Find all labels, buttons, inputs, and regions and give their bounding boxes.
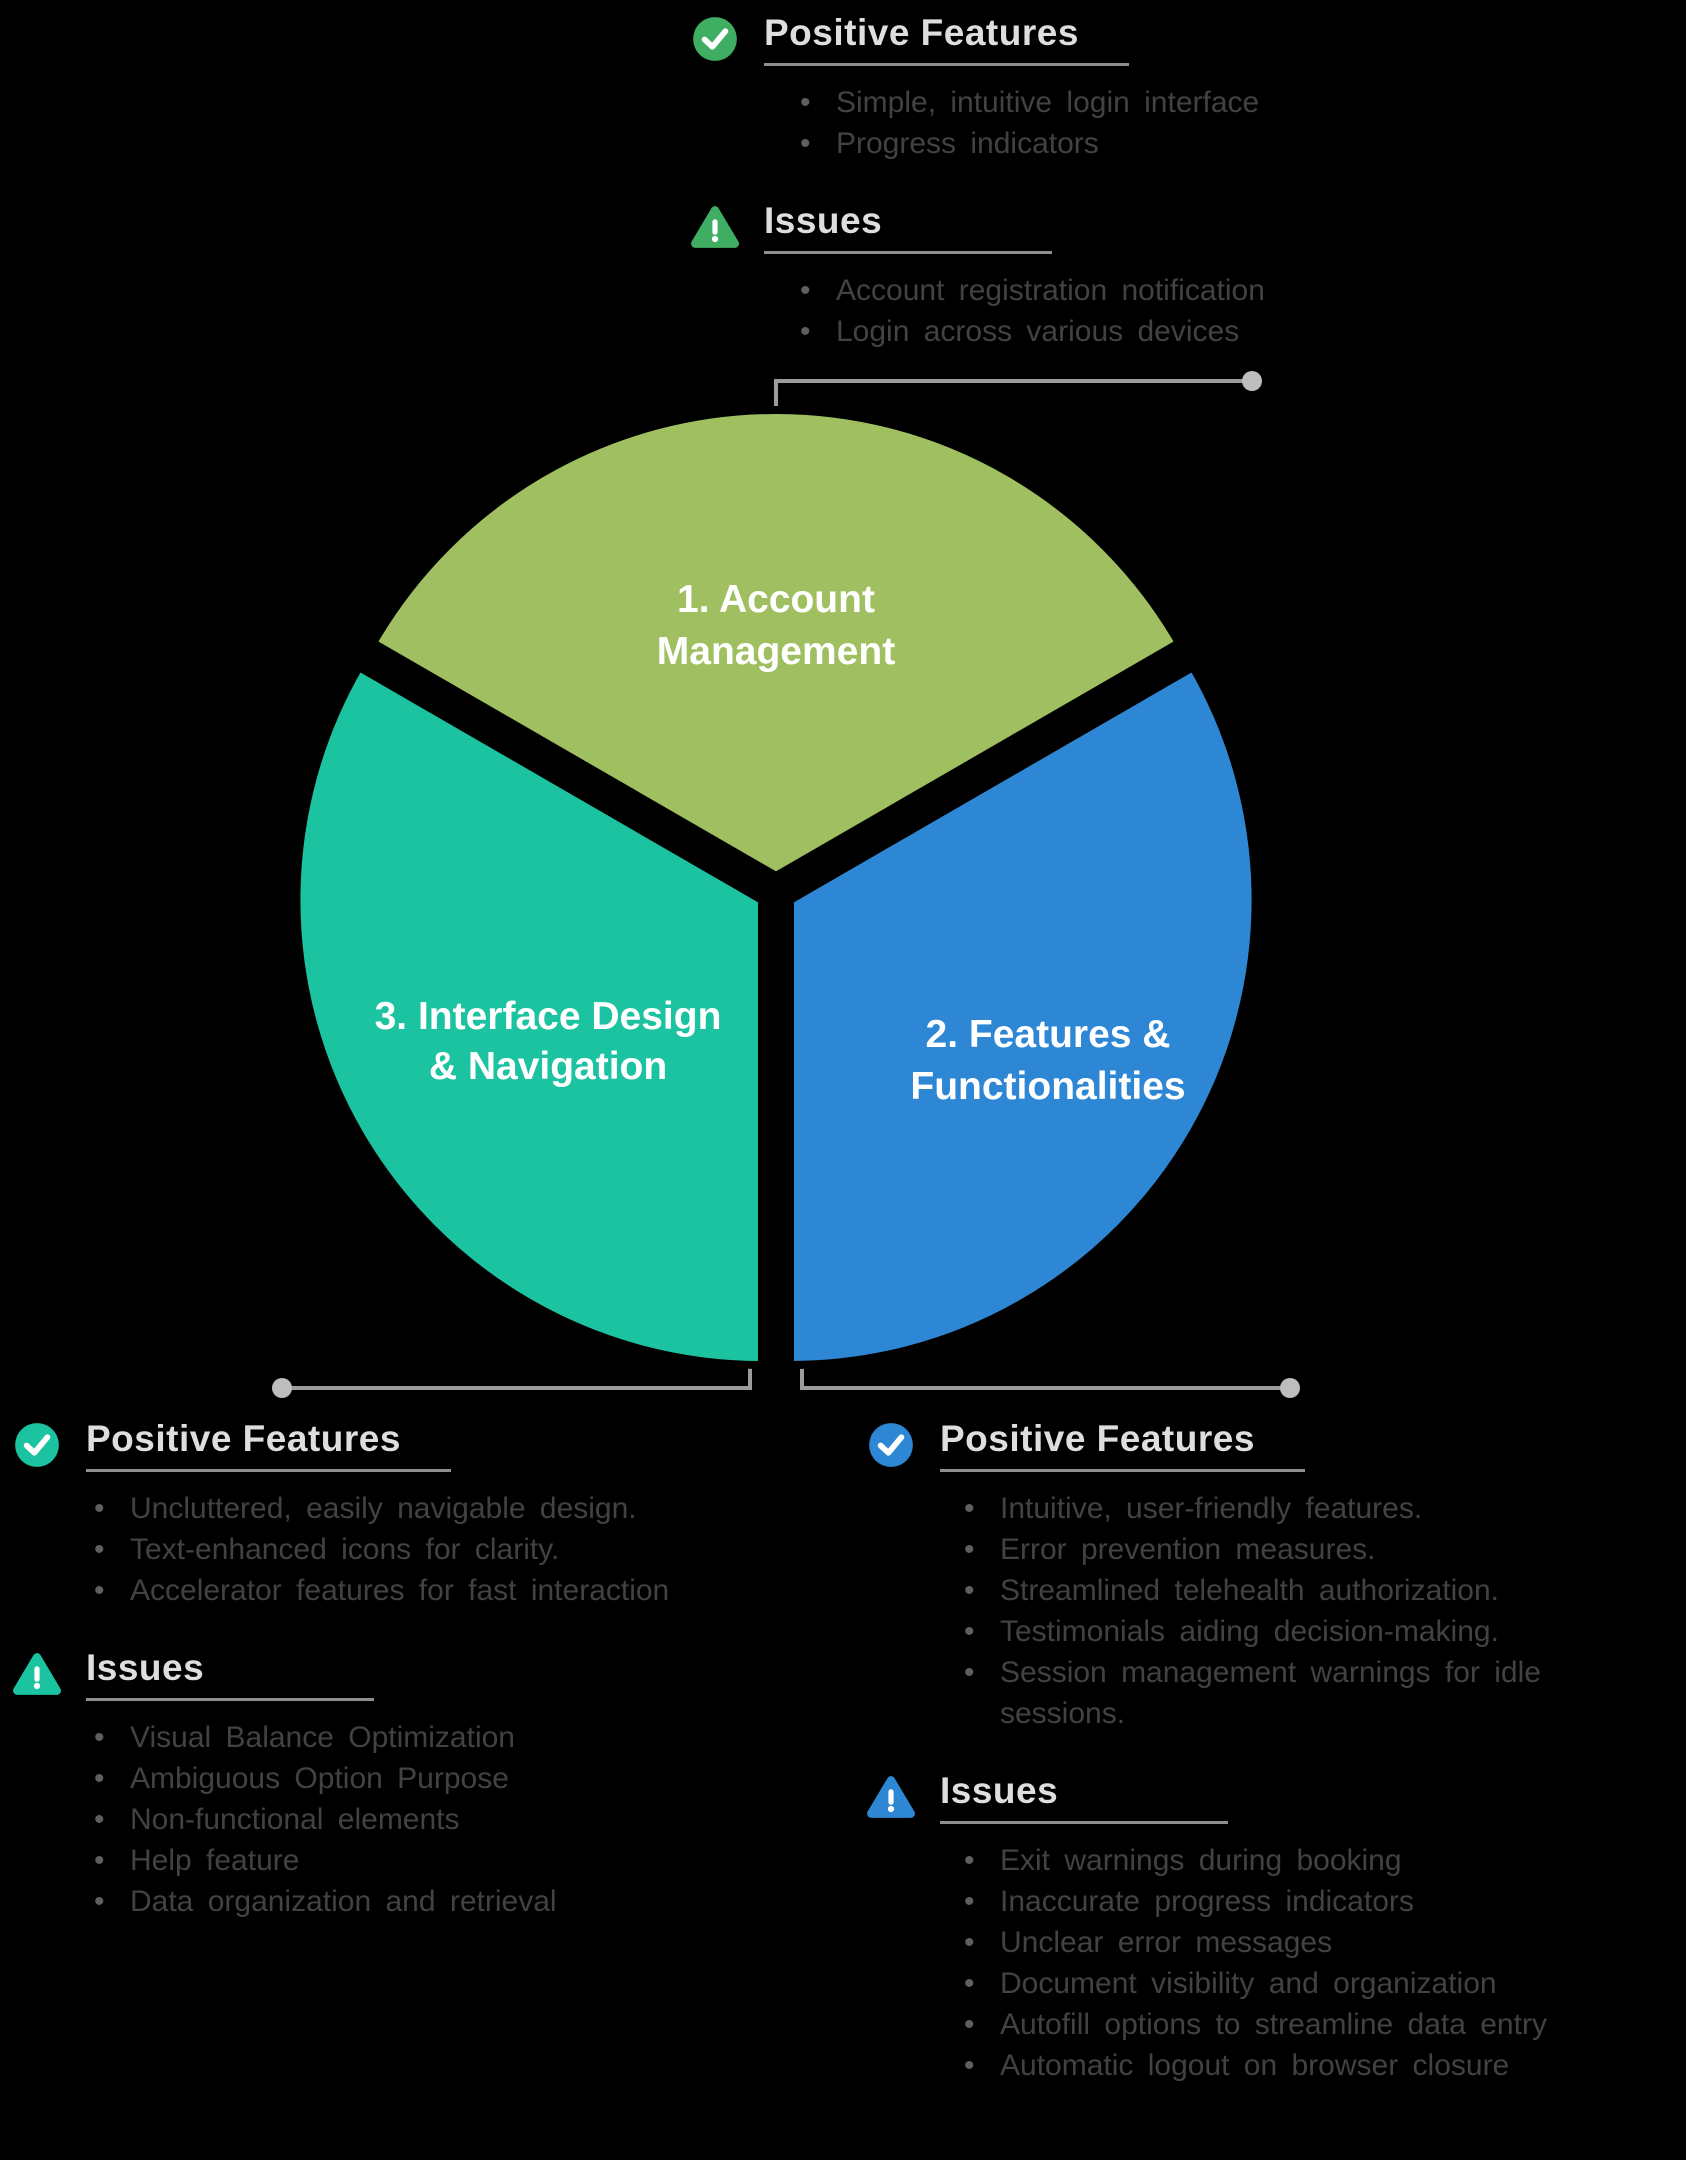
bullet-item: Login across various devices [790, 311, 1340, 352]
features-positive-list: Intuitive, user-friendly features.Error … [954, 1488, 1678, 1734]
account-positive-list: Simple, intuitive login interfaceProgres… [790, 82, 1340, 164]
bullet-item: Document visibility and organization [954, 1963, 1678, 2004]
bullet-item: Help feature [84, 1840, 802, 1881]
bullet-item: Text-enhanced icons for clarity. [84, 1529, 802, 1570]
warning-icon [866, 1772, 916, 1822]
check-mark [23, 1434, 51, 1456]
connector-features-dot [1280, 1378, 1300, 1398]
account-positive-title: Positive Features [764, 12, 1079, 53]
connector-account-vertical [774, 379, 778, 419]
warning-icon [690, 202, 740, 252]
bullet-item: Ambiguous Option Purpose [84, 1758, 802, 1799]
connector-account-horizontal [774, 379, 1252, 383]
heading-underline [940, 1821, 1228, 1824]
account-issues-title: Issues [764, 200, 883, 241]
connector-account-dot [1242, 371, 1262, 391]
pie-slice-account-shape [367, 406, 1185, 881]
check-circle [693, 17, 737, 61]
check-circle [869, 1423, 913, 1467]
bullet-item: Progress indicators [790, 123, 1340, 164]
bullet-item: Simple, intuitive login interface [790, 82, 1340, 123]
features-positive-section: Positive Features Intuitive, user-friend… [866, 1418, 1678, 1734]
check-icon [690, 14, 740, 64]
interface-callout: Positive Features Uncluttered, easily na… [12, 1418, 802, 1922]
features-issues-section: Issues Exit warnings during bookingInacc… [866, 1770, 1678, 2086]
features-callout: Positive Features Intuitive, user-friend… [866, 1418, 1678, 2086]
bullet-item: Data organization and retrieval [84, 1881, 802, 1922]
bullet-item: Exit warnings during booking [954, 1840, 1678, 1881]
pie-slice-features: 2. Features & Functionalities [786, 661, 1260, 1370]
account-callout: Positive Features Simple, intuitive logi… [690, 12, 1340, 352]
bullet-item: Streamlined telehealth authorization. [954, 1570, 1678, 1611]
bullet-item: Uncluttered, easily navigable design. [84, 1488, 802, 1529]
warning-icon [12, 1649, 62, 1699]
pie-label-interface-line2: & Navigation [429, 1045, 667, 1088]
check-circle [15, 1423, 59, 1467]
interface-issues-section: Issues Visual Balance OptimizationAmbigu… [12, 1647, 802, 1922]
bullet-item: Testimonials aiding decision-making. [954, 1611, 1678, 1652]
check-mark [877, 1434, 905, 1456]
heading-underline [86, 1469, 451, 1472]
bullet-item: Intuitive, user-friendly features. [954, 1488, 1678, 1529]
connector-features-vertical [800, 1350, 804, 1390]
account-issues-section: Issues Account registration notification… [690, 200, 1340, 352]
pie-label-account-line1: 1. Account [677, 578, 875, 621]
heading-underline [940, 1469, 1305, 1472]
check-icon [12, 1420, 62, 1470]
features-issues-title: Issues [940, 1770, 1059, 1811]
features-positive-title: Positive Features [940, 1418, 1255, 1459]
pie-slice-account: 1. Account Management [367, 406, 1185, 881]
bullet-item: Autofill options to streamline data entr… [954, 2004, 1678, 2045]
pie-slice-interface-shape [292, 661, 766, 1370]
bullet-item: Account registration notification [790, 270, 1340, 311]
exclamation-dot [887, 1805, 895, 1813]
account-issues-list: Account registration notificationLogin a… [790, 270, 1340, 352]
pie-label-interface-line1: 3. Interface Design [375, 995, 722, 1038]
bullet-item: Unclear error messages [954, 1922, 1678, 1963]
exclamation-dot [711, 235, 719, 243]
interface-issues-list: Visual Balance OptimizationAmbiguous Opt… [84, 1717, 802, 1922]
bullet-item: Visual Balance Optimization [84, 1717, 802, 1758]
connector-interface-horizontal [284, 1386, 752, 1390]
connector-interface-dot [272, 1378, 292, 1398]
check-icon [866, 1420, 916, 1470]
pie-slice-features-shape [786, 661, 1260, 1370]
bullet-item: Error prevention measures. [954, 1529, 1678, 1570]
bullet-item: Session management warnings for idle ses… [954, 1652, 1678, 1734]
bullet-item: Accelerator features for fast interactio… [84, 1570, 802, 1611]
bullet-item: Automatic logout on browser closure [954, 2045, 1678, 2086]
interface-positive-list: Uncluttered, easily navigable design.Tex… [84, 1488, 802, 1611]
interface-positive-section: Positive Features Uncluttered, easily na… [12, 1418, 802, 1611]
bullet-item: Non-functional elements [84, 1799, 802, 1840]
features-issues-list: Exit warnings during bookingInaccurate p… [954, 1840, 1678, 2086]
connector-features-horizontal [800, 1386, 1290, 1390]
exclamation-dot [33, 1682, 41, 1690]
pie-label-features-line1: 2. Features & [926, 1013, 1171, 1056]
bullet-item: Inaccurate progress indicators [954, 1881, 1678, 1922]
pie-label-features-line2: Functionalities [910, 1065, 1185, 1108]
pie-label-account-line2: Management [657, 630, 895, 673]
interface-issues-title: Issues [86, 1647, 205, 1688]
interface-positive-title: Positive Features [86, 1418, 401, 1459]
heading-underline [764, 251, 1052, 254]
account-positive-section: Positive Features Simple, intuitive logi… [690, 12, 1340, 164]
heading-underline [764, 63, 1129, 66]
pie-slice-interface: 3. Interface Design & Navigation [292, 661, 766, 1370]
connector-interface-vertical [748, 1350, 752, 1390]
heading-underline [86, 1698, 374, 1701]
check-mark [701, 28, 729, 50]
